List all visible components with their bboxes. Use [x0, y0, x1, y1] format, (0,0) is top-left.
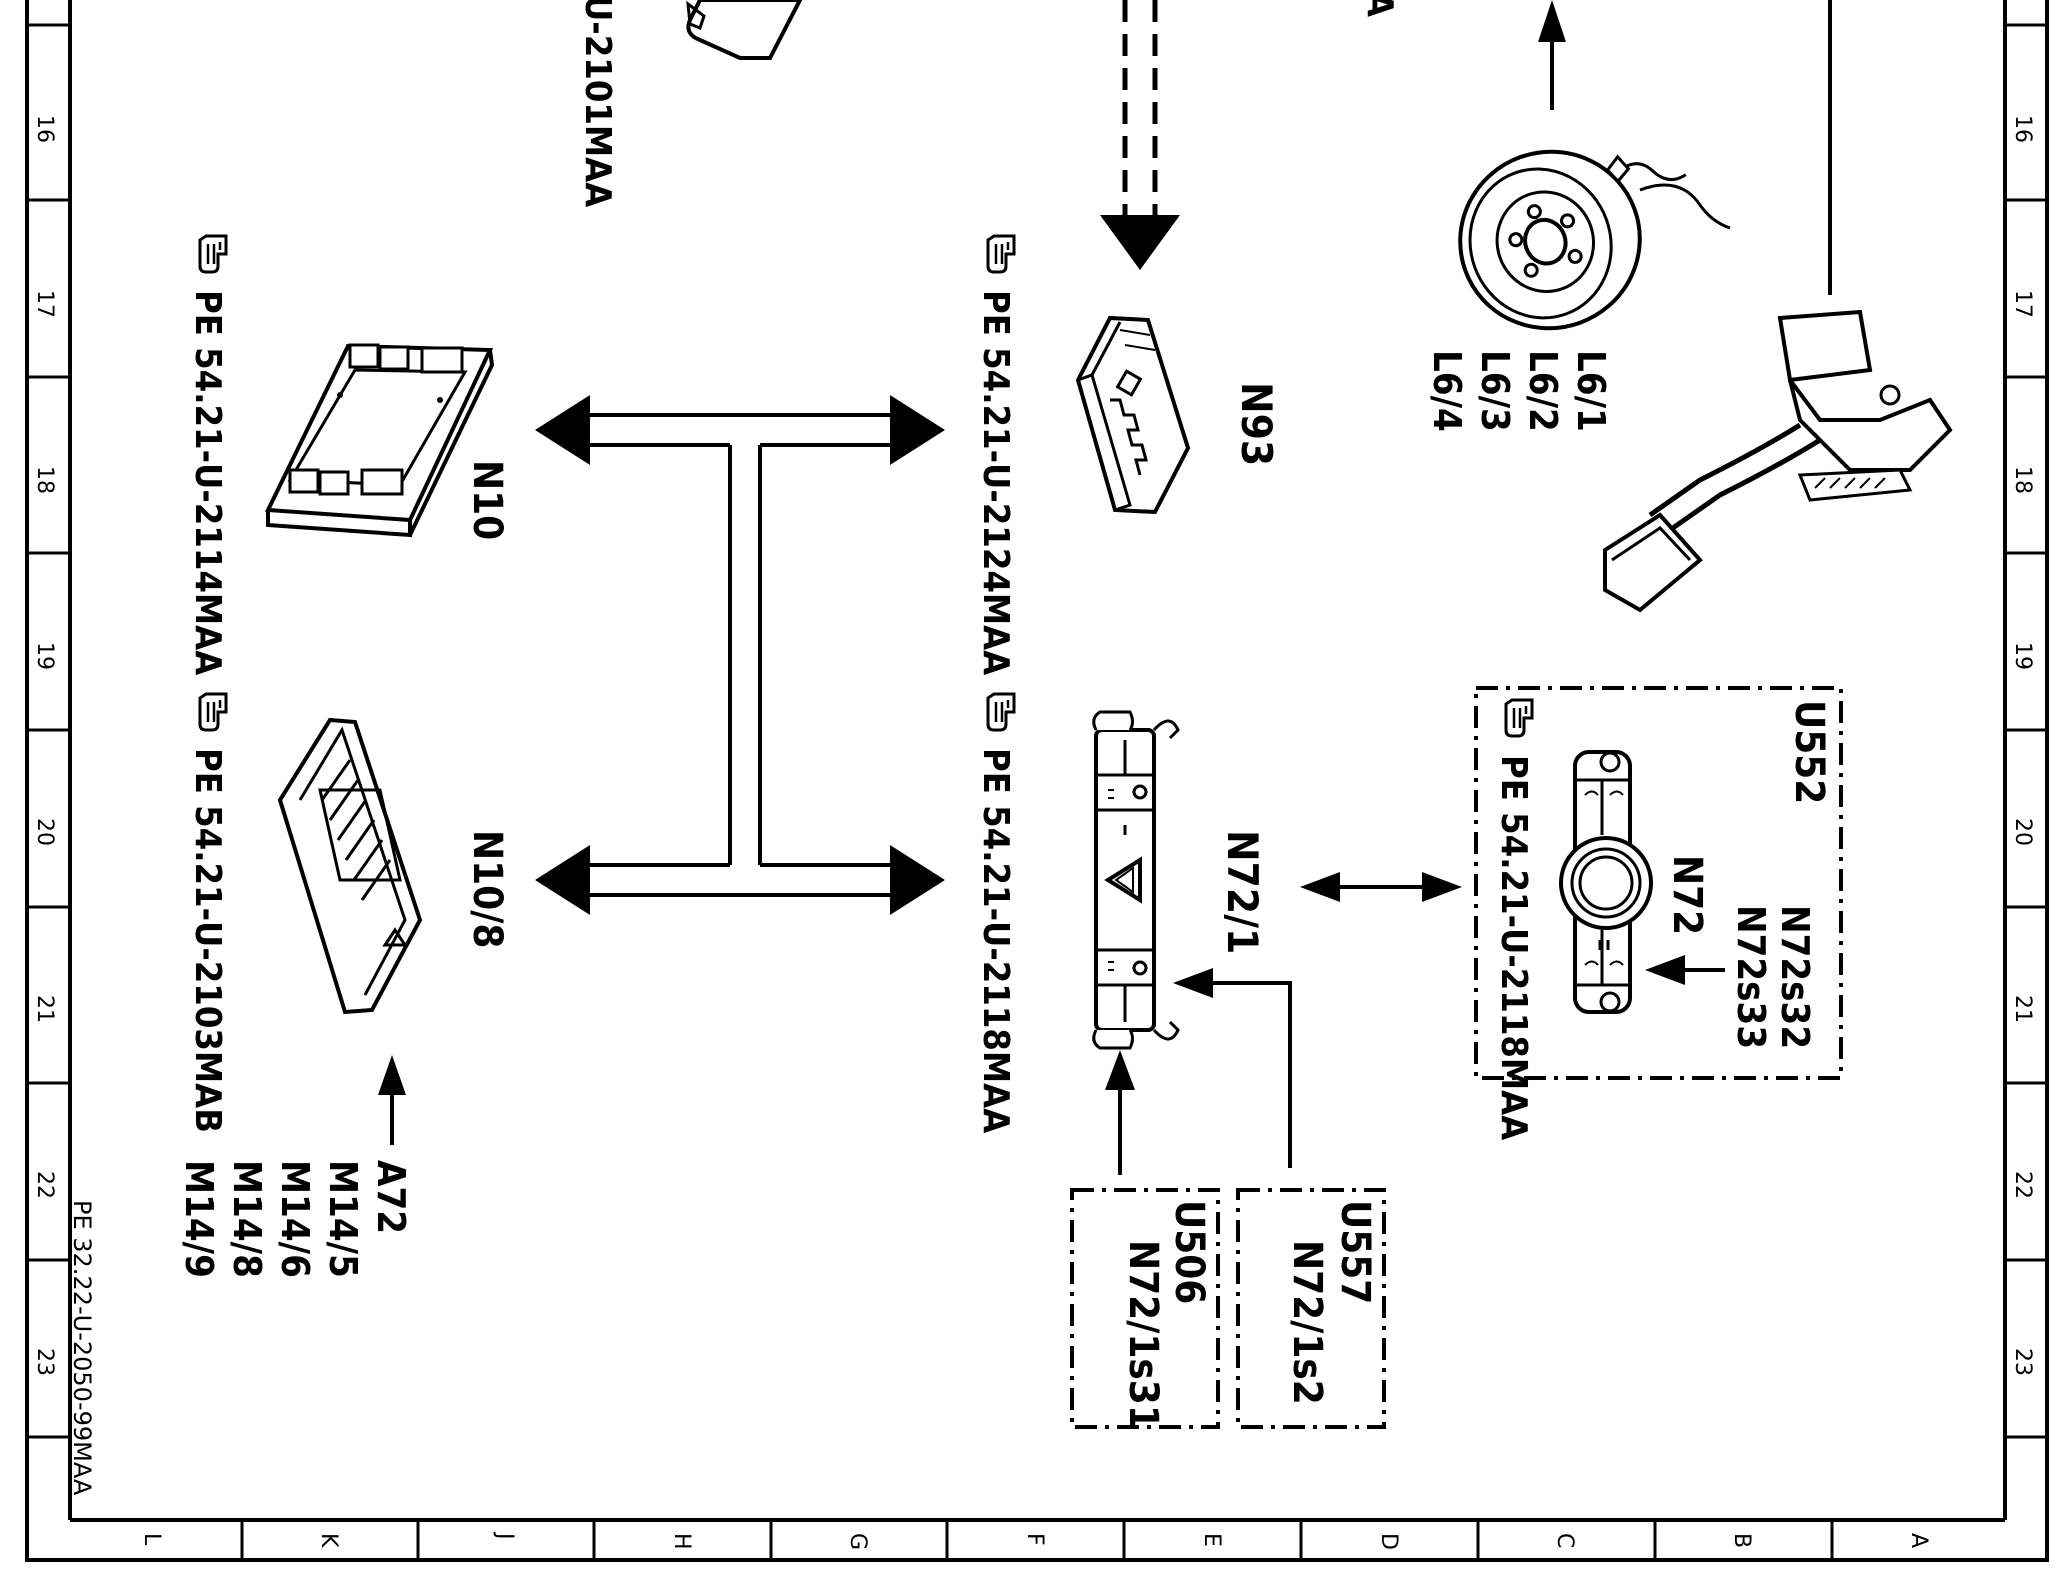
input-label: M14/8 — [225, 1160, 269, 1278]
row-number: 22 — [32, 1171, 57, 1199]
clipped-label-right: A — [1359, 0, 1400, 17]
row-number: 17 — [32, 290, 57, 318]
ref-n93: PE 54.21-U-2124MAA — [975, 290, 1016, 675]
can-bus-connector — [535, 395, 945, 915]
label-n72: N72 — [1664, 855, 1710, 935]
row-number: 20 — [2010, 818, 2035, 846]
pointing-hand-icon — [986, 234, 1016, 274]
clipped-module-top — [686, 0, 803, 60]
label-u506: U506 — [1166, 1200, 1212, 1304]
input-label: A72 — [369, 1160, 413, 1234]
column-letter: D — [1376, 1533, 1401, 1550]
brake-sensor-wire — [1639, 183, 1731, 230]
column-letter: C — [1552, 1533, 1577, 1548]
label-n10-8: N10/8 — [464, 830, 510, 948]
arrow-icon — [1538, 0, 1566, 110]
double-arrow-icon — [890, 395, 945, 465]
brake-label: L6/4 — [1425, 350, 1469, 432]
arrow-icon — [1105, 1050, 1135, 1175]
column-letter: B — [1729, 1533, 1754, 1548]
row-number: 18 — [2010, 466, 2035, 494]
column-ticks — [240, 1520, 1834, 1560]
ref-u552: PE 54.21-U-2118MAA — [1493, 755, 1534, 1140]
module-n72-1 — [1092, 710, 1180, 1050]
arrow-icon — [1173, 968, 1292, 1168]
pointing-hand-icon — [198, 692, 228, 732]
row-number: 16 — [2010, 115, 2035, 143]
input-label: M14/5 — [321, 1160, 365, 1278]
row-number: 23 — [2010, 1348, 2035, 1376]
group-u552 — [1474, 686, 1843, 1080]
double-arrow-icon — [1300, 872, 1462, 902]
row-number: 21 — [32, 995, 57, 1023]
double-arrow-icon — [535, 845, 590, 915]
module-n93 — [1075, 315, 1191, 515]
row-number: 18 — [32, 466, 57, 494]
ref-n72-1: PE 54.21-U-2118MAA — [975, 748, 1016, 1133]
row-number: 20 — [32, 818, 57, 846]
column-letter: G — [845, 1533, 870, 1550]
column-letters: L K J H G F E D C B A — [139, 1531, 1931, 1550]
label-n93: N93 — [1232, 382, 1281, 466]
row-number: 19 — [2010, 642, 2035, 670]
column-letter: H — [669, 1533, 694, 1550]
label-n72s32: N72s32 — [1773, 905, 1817, 1049]
label-n72-1: N72/1 — [1218, 830, 1267, 954]
row-numbers-left: 16 17 18 19 20 21 22 23 — [32, 115, 57, 1376]
group-u557 — [1236, 1188, 1386, 1429]
input-label: M14/6 — [273, 1160, 317, 1278]
label-n72-1s2: N72/1s2 — [1284, 1240, 1330, 1405]
double-arrow-icon — [535, 395, 590, 465]
row-number: 23 — [32, 1348, 57, 1376]
column-letter: A — [1906, 1533, 1931, 1548]
label-n10: N10 — [464, 460, 510, 540]
pointing-hand-icon — [198, 234, 228, 274]
row-number: 19 — [32, 642, 57, 670]
input-label: M14/9 — [177, 1160, 221, 1278]
dashed-arrow-to-n93 — [1100, 0, 1180, 270]
label-n72-1s31: N72/1s31 — [1120, 1240, 1166, 1430]
brake-disc — [1458, 149, 1687, 331]
pointing-hand-icon — [986, 692, 1016, 732]
brake-label: L6/3 — [1473, 350, 1517, 432]
module-n10 — [264, 343, 495, 538]
label-u557: U557 — [1332, 1200, 1378, 1304]
brake-label: L6/1 — [1569, 350, 1613, 432]
arrow-icon — [378, 1055, 406, 1145]
row-numbers-right: 16 17 18 19 20 21 22 23 — [2010, 115, 2035, 1376]
brake-label: L6/2 — [1521, 350, 1565, 432]
row-number: 22 — [2010, 1171, 2035, 1199]
group-u506 — [1070, 1188, 1220, 1429]
column-letter: K — [316, 1533, 341, 1548]
row-number: 17 — [2010, 290, 2035, 318]
row-number: 16 — [32, 115, 57, 143]
module-n10-8 — [277, 717, 423, 1015]
label-u552: U552 — [1786, 700, 1832, 804]
clipped-ref-top: U-2101MAA — [577, 0, 618, 207]
column-letter: L — [139, 1533, 164, 1546]
ref-n10-8: PE 54.21-U-2103MAB — [187, 748, 228, 1133]
label-n72s33: N72s33 — [1729, 905, 1773, 1049]
arrow-icon — [1645, 955, 1725, 985]
outer-frame — [25, 0, 2049, 1562]
double-arrow-icon — [890, 845, 945, 915]
column-letter: J — [492, 1531, 517, 1540]
pointing-hand-icon — [1504, 698, 1534, 738]
row-ticks — [27, 23, 2047, 1439]
row-number: 21 — [2010, 995, 2035, 1023]
column-letter: E — [1199, 1533, 1224, 1547]
drawing-number: PE 32.22-U-2050-99MAA — [68, 1200, 96, 1496]
column-letter: F — [1022, 1533, 1047, 1546]
module-n72 — [1559, 750, 1653, 1014]
brake-pedal — [1603, 309, 1953, 613]
ref-n10: PE 54.21-U-2114MAA — [187, 290, 228, 675]
